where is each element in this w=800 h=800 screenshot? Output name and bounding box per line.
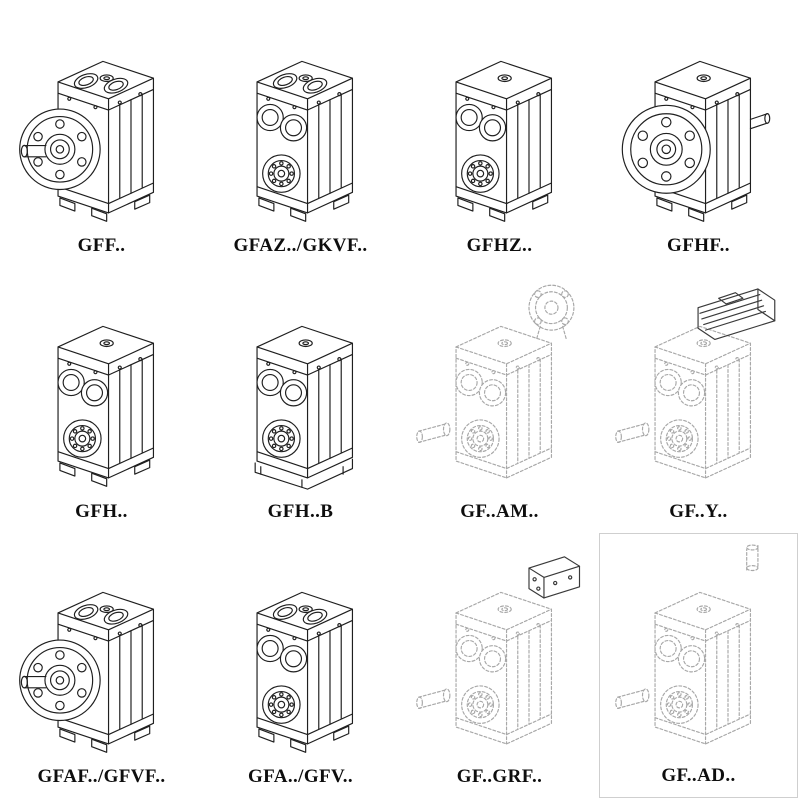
gearbox-input-shaft-drawing xyxy=(600,534,797,763)
gearbox-illustration xyxy=(454,60,552,223)
gearbox-output-flange-large-drawing xyxy=(2,533,201,764)
model-label: GF..AM.. xyxy=(460,500,539,522)
model-label: GFF.. xyxy=(77,235,126,257)
model-label: GF..GRF.. xyxy=(456,766,543,787)
catalog-cell-gfa: GFA../GFV.. xyxy=(201,533,400,798)
gearbox-shaft-mounted-base-drawing xyxy=(201,267,400,498)
gearbox-illustration xyxy=(614,544,759,745)
model-label: GFHF.. xyxy=(667,235,730,257)
model-label: GF..AD.. xyxy=(661,765,736,786)
gearbox-illustration xyxy=(255,591,353,753)
gearbox-solid-shaft-drawing xyxy=(201,533,400,764)
gearbox-shaft-mounted-drawing xyxy=(2,267,201,498)
catalog-cell-gfhz: GFHZ.. xyxy=(400,2,599,267)
gearbox-with-motor-drawing xyxy=(599,267,798,498)
gearbox-output-flange-drawing xyxy=(2,2,201,233)
catalog-cell-gfhf: GFHF.. xyxy=(599,2,798,267)
catalog-cell-gfgrf: GF..GRF.. xyxy=(400,533,599,798)
model-label: GFA../GFV.. xyxy=(247,766,354,787)
catalog-cell-gfaf: GFAF../GFVF.. xyxy=(2,533,201,798)
catalog-cell-gfad: GF..AD.. xyxy=(599,532,798,798)
model-label: GFAZ../GKVF.. xyxy=(233,235,368,257)
gearbox-hollow-shaft-shrink-drawing xyxy=(400,2,599,233)
model-label: GFAF../GFVF.. xyxy=(37,766,166,787)
catalog-cell-gfy: GF..Y.. xyxy=(599,267,798,532)
catalog-cell-gfaz: GFAZ../GKVF.. xyxy=(201,2,400,267)
model-label: GFHZ.. xyxy=(466,235,533,257)
gearbox-illustration xyxy=(254,326,353,491)
catalog-cell-gfhb: GFH..B xyxy=(201,267,400,532)
catalog-cell-gff: GFF.. xyxy=(2,2,201,267)
gearbox-illustration xyxy=(56,326,154,488)
gearbox-illustration xyxy=(415,285,574,479)
model-label: GFH.. xyxy=(75,500,128,522)
gearbox-illustration xyxy=(18,591,154,753)
gearbox-illustration xyxy=(255,60,353,223)
gearbox-illustration xyxy=(18,60,154,223)
model-label: GFH..B xyxy=(267,500,334,522)
gearbox-illustration xyxy=(614,288,775,479)
gearbox-illustration xyxy=(415,556,580,745)
gearbox-input-gearbox-drawing xyxy=(400,533,599,764)
catalog-cell-gfam: GF..AM.. xyxy=(400,267,599,532)
gearbox-hollow-shaft-drawing xyxy=(201,2,400,233)
gearbox-motor-adapter-flange-drawing xyxy=(400,267,599,498)
gearbox-illustration xyxy=(621,60,770,223)
model-label: GF..Y.. xyxy=(669,500,728,522)
catalog-cell-gfh: GFH.. xyxy=(2,267,201,532)
gearbox-large-flange-drawing xyxy=(599,2,798,233)
